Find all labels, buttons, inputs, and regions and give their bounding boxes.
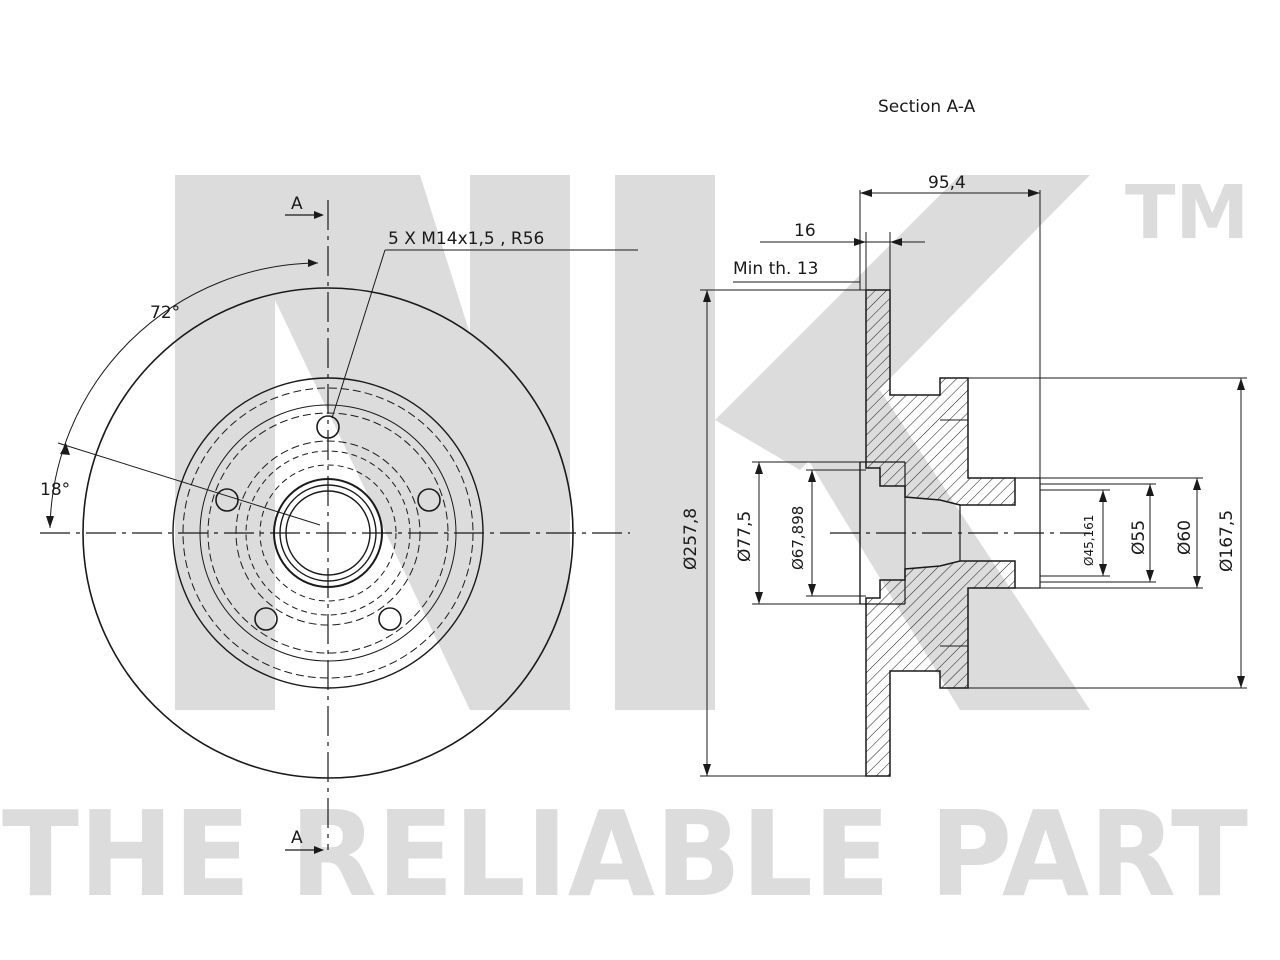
bolt-spec-label: 5 X M14x1,5 , R56	[388, 229, 544, 249]
section-marker-top: A	[285, 194, 324, 219]
hub-ring-dashed-5	[259, 464, 397, 602]
bolt-hole	[316, 415, 340, 439]
dia-1675-label: Ø167,5	[1217, 510, 1237, 572]
watermark-logo	[175, 175, 1090, 710]
angle-leader	[57, 442, 321, 526]
bolt-hole	[254, 607, 278, 631]
angle-arc	[49, 262, 319, 529]
bore-outer	[273, 478, 383, 588]
section-body-upper	[865, 289, 1016, 506]
hub-ring-dashed-1	[182, 387, 474, 679]
bore-inner	[285, 490, 371, 576]
hub-ring-dashed-3	[235, 440, 421, 626]
angle-72-label: 72°	[150, 303, 180, 323]
watermark: NK TM THE RELIABLE PART	[0, 0, 1249, 923]
dia-45161-label: Ø45,161	[1082, 515, 1096, 566]
dia-55-label: Ø55	[1129, 520, 1149, 555]
dia-60-label: Ø60	[1175, 520, 1195, 555]
bolt-hole	[417, 488, 441, 512]
angle-18-label: 18°	[40, 480, 70, 500]
bore-mid	[279, 484, 377, 582]
watermark-trademark: TM	[1125, 170, 1249, 256]
dia-disc-label: Ø257,8	[681, 508, 701, 570]
hub-ring-dashed-2	[207, 412, 449, 654]
dim-thickness-label: 16	[794, 221, 816, 241]
section-marker-bottom: A	[285, 828, 324, 854]
dia-775-label: Ø77,5	[735, 511, 755, 562]
min-thickness-label: Min th. 13	[733, 259, 818, 279]
front-view: 72° 18° 5 X M14x1,5 , R56 A A	[40, 194, 638, 854]
section-marker-bottom-label: A	[291, 828, 303, 848]
bolt-holes	[215, 415, 441, 631]
disc-outer-edge	[82, 287, 574, 779]
bolt-spec-leader	[331, 249, 386, 419]
bolt-hole	[215, 488, 239, 512]
hub-ring-2	[199, 404, 457, 662]
dim-total-height-label: 95,4	[928, 173, 966, 193]
watermark-logo-text: NK	[0, 0, 2, 1]
watermark-tagline: THE RELIABLE PART	[2, 785, 1248, 923]
angle-arrow	[60, 443, 70, 455]
dia-67898-label: Ø67,898	[789, 506, 807, 570]
hub-ring-outer	[172, 377, 484, 689]
section-body-lower	[865, 560, 1016, 777]
angle-arrow	[308, 259, 318, 267]
section-view: Section A-A 95,4 16 Min th. 13	[681, 97, 1247, 777]
bolt-hole	[378, 607, 402, 631]
angle-arrow	[46, 516, 54, 528]
section-title: Section A-A	[878, 97, 976, 117]
hub-ring-dashed-4	[245, 450, 411, 616]
section-marker-top-label: A	[291, 194, 303, 214]
